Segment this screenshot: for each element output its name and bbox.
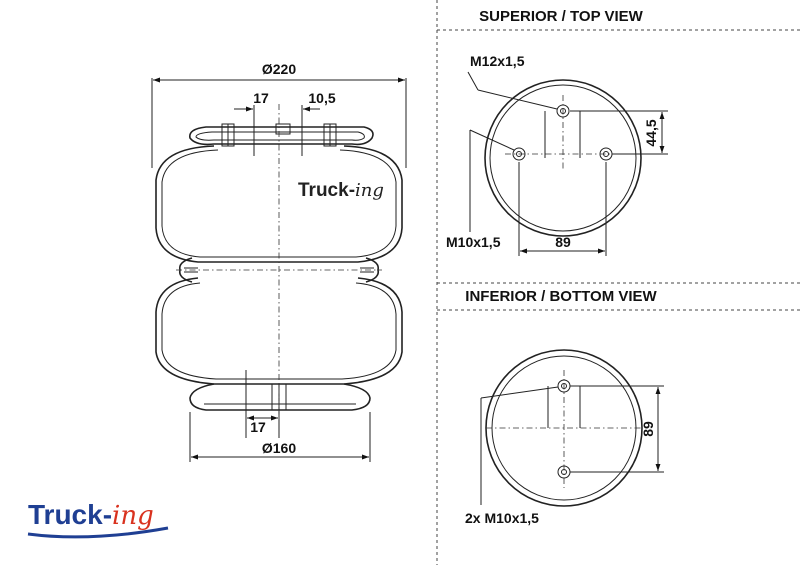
label-center-thread: M12x1,5 <box>470 53 525 69</box>
top-view: SUPERIOR / TOP VIEW 44,5 89 M12x1,5 M10x… <box>446 8 668 256</box>
brand-logo: Truck-ing <box>27 499 169 539</box>
dim-top-offset: 17 <box>253 90 269 106</box>
dim-top-spacing: 89 <box>555 234 571 250</box>
body-logo-main: Truck- <box>298 180 355 201</box>
dim-bottom-offset: 17 <box>250 419 266 435</box>
brand-logo-script: ing <box>112 501 154 531</box>
bottom-view: INFERIOR / BOTTOM VIEW 89 2x M10x1,5 <box>465 288 664 526</box>
dim-top-diameter: Ø220 <box>262 61 296 77</box>
top-view-title: SUPERIOR / TOP VIEW <box>479 8 643 25</box>
label-bottom-thread: 2x M10x1,5 <box>465 510 539 526</box>
brand-logo-swoosh <box>27 526 169 539</box>
dim-top-small: 10,5 <box>308 90 335 106</box>
view-separators <box>436 0 800 565</box>
label-side-thread: M10x1,5 <box>446 234 501 250</box>
body-logo: Truck-ing <box>298 180 384 201</box>
body-logo-script: ing <box>355 180 384 201</box>
side-view: Ø220 17 10,5 <box>151 61 407 462</box>
bottom-view-title: INFERIOR / BOTTOM VIEW <box>465 288 657 305</box>
dim-bottom-diameter: Ø160 <box>262 440 296 456</box>
dim-top-offset-44: 44,5 <box>643 119 659 146</box>
brand-logo-main: Truck- <box>28 499 112 530</box>
dim-bottom-spacing: 89 <box>640 421 656 437</box>
brand-logo-text: Truck-ing <box>28 499 154 531</box>
